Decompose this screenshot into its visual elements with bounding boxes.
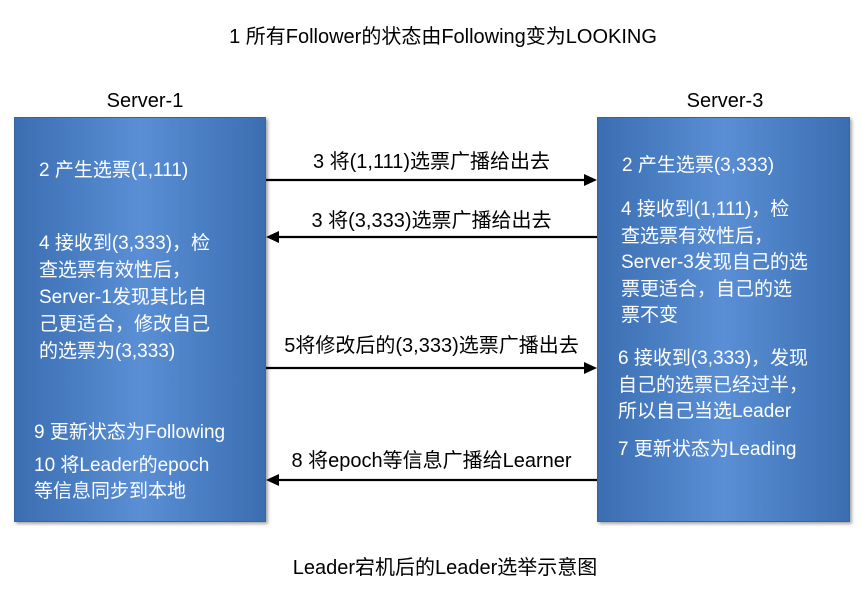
message-label-4: 8 将epoch等信息广播给Learner: [291, 450, 572, 472]
diagram-caption: Leader宕机后的Leader选举示意图: [292, 557, 598, 579]
diagram-title: 1 所有Follower的状态由Following变为LOOKING: [229, 26, 657, 48]
step-line: 9 更新状态为Following: [34, 422, 226, 443]
server-1-box: 2 产生选票(1,111) 4 接收到(3,333)，检 查选票有效性后， Se…: [14, 117, 266, 522]
arrow-left-icon: [266, 474, 279, 486]
server-1-step-generate-vote: 2 产生选票(1,111): [39, 159, 188, 183]
step-line: 的选票为(3,333): [39, 341, 176, 362]
step-line: 6 接收到(3,333)，发现: [618, 348, 809, 369]
step-line: 所以自己当选Leader: [618, 401, 792, 422]
step-line: 票更适合，自己的选: [621, 278, 793, 300]
step-line: 等信息同步到本地: [34, 481, 187, 502]
step-line: 票不变: [621, 305, 679, 326]
step-line: Server-1发现其比自: [39, 287, 207, 308]
step-line: Server-3发现自己的选: [621, 252, 808, 273]
server-1-step-receive-vote: 4 接收到(3,333)，检 查选票有效性后， Server-1发现其比自 己更…: [39, 230, 210, 365]
step-line: 4 接收到(3,333)，检: [39, 233, 211, 254]
server-1-label: Server-1: [106, 90, 184, 112]
server-1-step-update-state: 9 更新状态为Following: [34, 421, 225, 445]
step-line: 2 产生选票(1,111): [39, 160, 189, 181]
server-3-box: 2 产生选票(3,333) 4 接收到(1,111)，检 查选票有效性后， Se…: [597, 117, 850, 522]
server-1-step-sync-epoch: 10 将Leader的epoch 等信息同步到本地: [34, 453, 209, 505]
server-3-step-receive-vote: 4 接收到(1,111)，检 查选票有效性后， Server-3发现自己的选 票…: [621, 197, 808, 330]
message-arrow-3: [266, 362, 597, 374]
server-3-step-majority-elected: 6 接收到(3,333)，发现 自己的选票已经过半， 所以自己当选Leader: [618, 346, 808, 426]
message-label-3: 5将修改后的(3,333)选票广播出去: [284, 335, 579, 357]
server-3-step-update-state: 7 更新状态为Leading: [618, 438, 796, 462]
step-line: 查选票有效性后，: [39, 260, 192, 281]
server-3-step-generate-vote: 2 产生选票(3,333): [622, 154, 774, 178]
message-arrow-1: [266, 174, 597, 186]
step-line: 查选票有效性后，: [621, 225, 774, 247]
message-arrow-4: [266, 474, 597, 486]
step-line: 己更适合，修改自己: [39, 314, 211, 335]
step-line: 4 接收到(1,111)，检: [621, 199, 790, 220]
message-label-2: 3 将(3,333)选票广播给出去: [311, 210, 552, 232]
step-line: 2 产生选票(3,333): [622, 155, 775, 176]
step-line: 7 更新状态为Leading: [618, 439, 797, 460]
step-line: 10 将Leader的epoch: [34, 455, 210, 476]
server-3-label: Server-3: [686, 90, 764, 112]
arrow-right-icon: [584, 362, 597, 374]
message-label-1: 3 将(1,111)选票广播给出去: [312, 151, 551, 173]
arrow-right-icon: [584, 174, 597, 186]
step-line: 自己的选票已经过半，: [618, 374, 809, 396]
